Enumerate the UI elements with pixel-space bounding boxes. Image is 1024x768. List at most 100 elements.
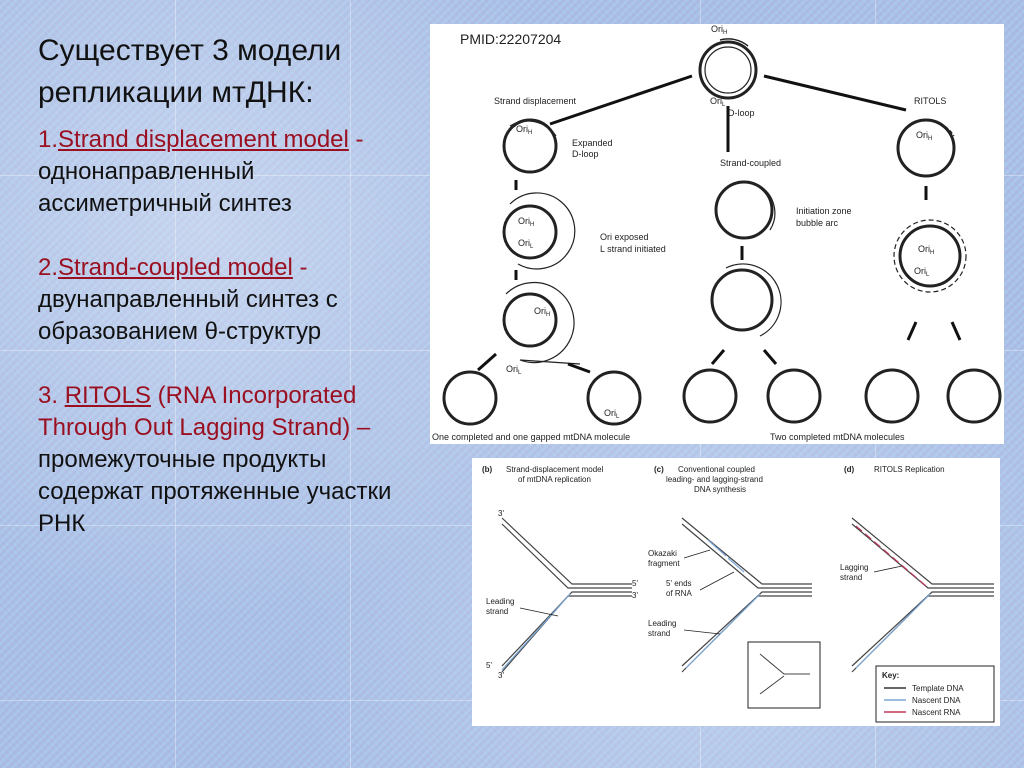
svg-text:5': 5' bbox=[486, 661, 492, 670]
svg-text:OriH: OriH bbox=[534, 306, 550, 318]
svg-text:fragment: fragment bbox=[648, 559, 680, 568]
completed-circle bbox=[682, 368, 738, 424]
svg-text:OriH: OriH bbox=[518, 216, 534, 228]
svg-text:of mtDNA replication: of mtDNA replication bbox=[518, 475, 591, 484]
svg-text:Template DNA: Template DNA bbox=[912, 684, 964, 693]
completed-circle bbox=[946, 368, 1002, 424]
svg-text:leading- and lagging-strand: leading- and lagging-strand bbox=[666, 475, 763, 484]
svg-text:strand: strand bbox=[486, 607, 508, 616]
ritols-circle-2: OriH OriL bbox=[893, 219, 967, 293]
strand-coupled-heading: Strand-coupled bbox=[720, 158, 781, 168]
fork-b bbox=[501, 517, 632, 673]
item-dash: - bbox=[292, 254, 308, 281]
sc-circle-2 bbox=[710, 263, 782, 337]
ori-l-label: OriL bbox=[710, 96, 726, 108]
svg-text:Ori exposed: Ori exposed bbox=[600, 232, 649, 242]
caption-left: One completed and one gapped mtDNA molec… bbox=[432, 432, 630, 442]
svg-text:OriH: OriH bbox=[918, 244, 934, 256]
branch-line bbox=[549, 74, 693, 126]
sd-circle-1: OriH Expanded D-loop bbox=[502, 118, 613, 174]
slide-title: Существует 3 модели репликации мтДНК: bbox=[38, 34, 342, 109]
item-description: однонаправленный ассиметричный синтез bbox=[38, 158, 292, 217]
model-item-2: 2.Strand-coupled model - двунаправленный… bbox=[38, 252, 418, 348]
svg-text:Leading: Leading bbox=[486, 597, 514, 606]
branch-line bbox=[763, 74, 907, 112]
svg-text:strand: strand bbox=[840, 573, 862, 582]
arrow-line bbox=[950, 321, 962, 341]
replication-fork-svg: (b) Strand-displacement model of mtDNA r… bbox=[482, 465, 995, 723]
svg-text:3': 3' bbox=[498, 671, 504, 680]
panel-b-label: (b) bbox=[482, 465, 493, 474]
svg-text:Expanded: Expanded bbox=[572, 138, 613, 148]
ritols-circle-1: OriH bbox=[896, 118, 956, 178]
svg-text:3': 3' bbox=[498, 509, 504, 518]
ritols-heading: RITOLS bbox=[914, 96, 946, 106]
strand-coupled-link[interactable]: Strand-coupled model bbox=[58, 254, 293, 281]
bg-grid-line bbox=[350, 0, 351, 768]
svg-text:3': 3' bbox=[632, 591, 638, 600]
svg-text:Okazaki: Okazaki bbox=[648, 549, 677, 558]
item-number: 2. bbox=[38, 254, 59, 281]
item-number: 1. bbox=[38, 126, 59, 153]
svg-text:bubble arc: bubble arc bbox=[796, 218, 839, 228]
fork-d bbox=[851, 517, 994, 673]
svg-text:D-loop: D-loop bbox=[572, 149, 599, 159]
ritols-link[interactable]: RITOLS bbox=[64, 382, 151, 409]
strand-displacement-heading: Strand displacement bbox=[494, 96, 577, 106]
fork-c bbox=[681, 517, 812, 673]
strand-displacement-link[interactable]: Strand displacement model bbox=[58, 126, 349, 153]
svg-text:OriL: OriL bbox=[914, 266, 930, 278]
svg-text:of RNA: of RNA bbox=[666, 589, 692, 598]
legend-key: Key: Template DNA Nascent DNA Nascent RN… bbox=[875, 665, 995, 723]
dloop-label: D-loop bbox=[728, 108, 755, 118]
arrow-line bbox=[477, 352, 497, 372]
svg-text:OriL: OriL bbox=[604, 408, 620, 420]
svg-text:Strand-displacement model: Strand-displacement model bbox=[506, 465, 604, 474]
bg-grid-line bbox=[175, 0, 176, 768]
sd-circle-2: OriH OriL Ori exposed L strand initiated bbox=[502, 192, 666, 270]
model-item-1: 1.Strand displacement model - однонаправ… bbox=[38, 124, 418, 220]
item-dash: - bbox=[348, 126, 364, 153]
arrow-line bbox=[906, 321, 918, 341]
sc-circle-1: Initiation zone bubble arc bbox=[714, 180, 852, 240]
item-expansion: (RNA Incorporated Through Out Lagging St… bbox=[38, 382, 371, 441]
item-number: 3. bbox=[38, 382, 65, 409]
svg-text:strand: strand bbox=[648, 629, 670, 638]
slide-text: Существует 3 модели репликации мтДНК: 1.… bbox=[38, 30, 418, 540]
completed-circle bbox=[766, 368, 822, 424]
svg-text:Nascent DNA: Nascent DNA bbox=[912, 696, 961, 705]
svg-text:Key:: Key: bbox=[882, 671, 899, 680]
replication-fork-figure: (b) Strand-displacement model of mtDNA r… bbox=[472, 458, 1000, 726]
completed-circle bbox=[442, 370, 498, 426]
initial-mtdna-circle: OriH OriL D-loop bbox=[698, 24, 758, 118]
svg-text:Lagging: Lagging bbox=[840, 563, 868, 572]
item-description: двунаправленный синтез с образованием θ-… bbox=[38, 286, 338, 345]
svg-text:L strand initiated: L strand initiated bbox=[600, 244, 666, 254]
svg-text:OriH: OriH bbox=[916, 130, 932, 142]
svg-text:Conventional coupled: Conventional coupled bbox=[678, 465, 755, 474]
item-description: промежуточные продукты содержат протяжен… bbox=[38, 446, 392, 537]
arrow-line bbox=[762, 349, 778, 365]
ori-h-label: OriH bbox=[711, 24, 727, 36]
arrow-line bbox=[567, 362, 591, 374]
svg-text:Leading: Leading bbox=[648, 619, 676, 628]
arrow-line bbox=[710, 349, 726, 365]
panel-d-label: (d) bbox=[844, 465, 855, 474]
svg-text:OriL: OriL bbox=[518, 238, 534, 250]
pmid-label: PMID:22207204 bbox=[460, 31, 561, 47]
svg-text:RITOLS Replication: RITOLS Replication bbox=[874, 465, 945, 474]
svg-text:OriL: OriL bbox=[506, 364, 522, 376]
replication-models-figure: PMID:22207204 OriH OriL D-loop Strand di… bbox=[430, 24, 1004, 444]
sd-circle-3: OriH OriL bbox=[502, 281, 581, 376]
svg-text:5' ends: 5' ends bbox=[666, 579, 692, 588]
caption-right: Two completed mtDNA molecules bbox=[770, 432, 905, 442]
panel-c-label: (c) bbox=[654, 465, 664, 474]
replication-models-svg: PMID:22207204 OriH OriL D-loop Strand di… bbox=[432, 24, 1002, 442]
svg-text:OriH: OriH bbox=[516, 124, 532, 136]
svg-text:DNA synthesis: DNA synthesis bbox=[694, 485, 746, 494]
svg-text:5': 5' bbox=[632, 579, 638, 588]
svg-text:Initiation zone: Initiation zone bbox=[796, 206, 852, 216]
model-item-3: 3. RITOLS (RNA Incorporated Through Out … bbox=[38, 380, 418, 540]
completed-circle bbox=[864, 368, 920, 424]
svg-text:Nascent RNA: Nascent RNA bbox=[912, 708, 961, 717]
